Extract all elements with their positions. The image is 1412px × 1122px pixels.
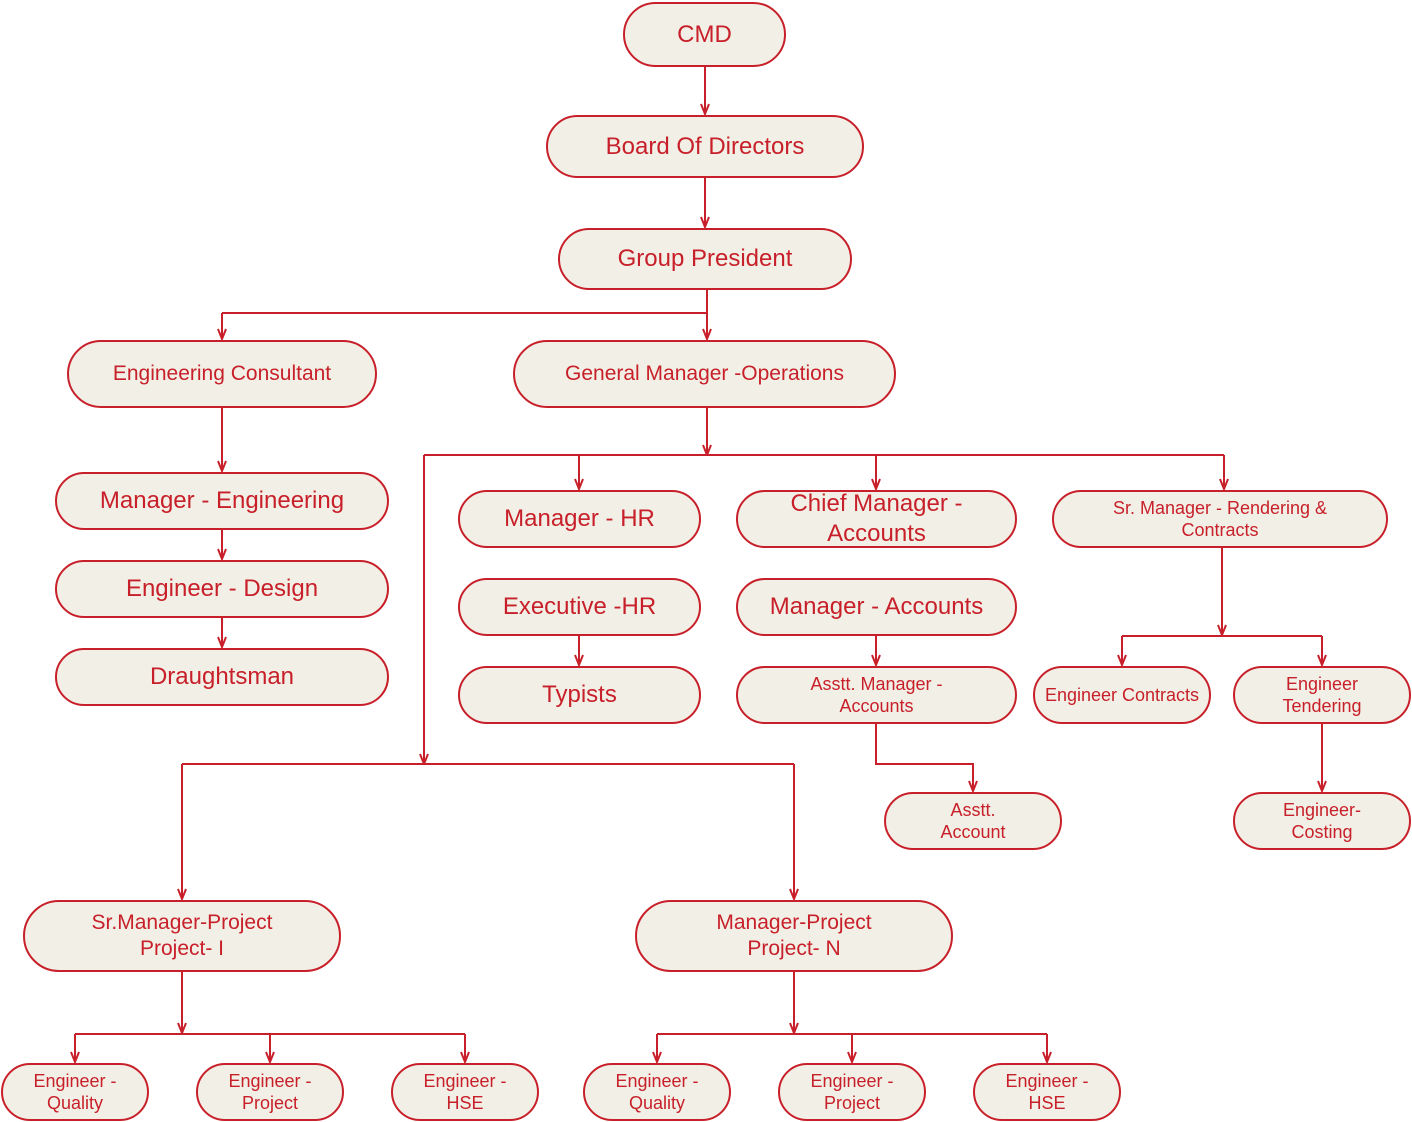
node-engineer-contracts: Engineer Contracts [1033, 666, 1211, 724]
node-pn-engineer-project: Engineer - Project [778, 1063, 926, 1121]
node-executive-hr: Executive -HR [458, 578, 701, 636]
node-manager-project-n: Manager-Project Project- N [635, 900, 953, 972]
node-draughtsman: Draughtsman [55, 648, 389, 706]
connector-asstmgr-asstacc [875, 724, 973, 791]
node-p1-engineer-quality: Engineer - Quality [1, 1063, 149, 1121]
node-engineer-tendering: Engineer Tendering [1233, 666, 1411, 724]
node-engineer-design: Engineer - Design [55, 560, 389, 618]
node-sr-manager-rendering-contracts: Sr. Manager - Rendering & Contracts [1052, 490, 1388, 548]
node-asst-manager-accounts: Asstt. Manager - Accounts [736, 666, 1017, 724]
node-general-manager-operations: General Manager -Operations [513, 340, 896, 408]
node-sr-manager-project-1: Sr.Manager-Project Project- I [23, 900, 341, 972]
node-manager-hr: Manager - HR [458, 490, 701, 548]
node-asst-account: Asstt. Account [884, 792, 1062, 850]
node-pn-engineer-quality: Engineer - Quality [583, 1063, 731, 1121]
node-engineering-consultant: Engineering Consultant [67, 340, 377, 408]
node-manager-engineering: Manager - Engineering [55, 472, 389, 530]
node-group-president: Group President [558, 228, 852, 290]
node-p1-engineer-hse: Engineer - HSE [391, 1063, 539, 1121]
node-pn-engineer-hse: Engineer - HSE [973, 1063, 1121, 1121]
node-board-of-directors: Board Of Directors [546, 115, 864, 178]
node-engineer-costing: Engineer- Costing [1233, 792, 1411, 850]
node-typists: Typists [458, 666, 701, 724]
node-p1-engineer-project: Engineer - Project [196, 1063, 344, 1121]
node-manager-accounts: Manager - Accounts [736, 578, 1017, 636]
node-chief-manager-accounts: Chief Manager - Accounts [736, 490, 1017, 548]
node-cmd: CMD [623, 2, 786, 67]
